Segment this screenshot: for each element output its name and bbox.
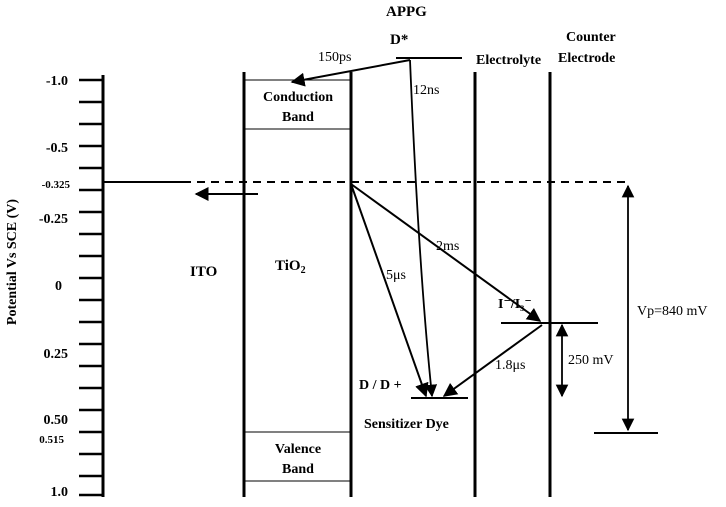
y-tick-label: -0.325	[42, 179, 71, 191]
appg-title: APPG	[386, 4, 427, 20]
ito-label: ITO	[190, 264, 217, 280]
dye-redox-label: D / D +	[359, 378, 402, 393]
y-tick-label: -1.0	[46, 74, 68, 89]
conduction-band-label: Conduction	[263, 90, 333, 105]
redox-couple-label: I⁻/I₃⁻	[498, 297, 532, 312]
y-tick-label: 0	[55, 279, 62, 294]
conduction-band-label: Band	[282, 110, 314, 125]
photovoltage-label: Vp=840 mV	[637, 304, 708, 319]
counter-electrode-label: Counter	[566, 30, 616, 45]
y-tick-label: 0.25	[44, 347, 69, 362]
regeneration-time-label: 1.8μs	[495, 358, 525, 373]
y-axis-label: Potential Vs SCE (V)	[5, 199, 20, 325]
y-axis-ticks	[79, 78, 103, 497]
y-tick-label: 1.0	[51, 485, 69, 500]
injection-arrow	[290, 59, 411, 87]
recombination-electrolyte-time-label: 2ms	[436, 239, 459, 254]
overpotential-label: 250 mV	[568, 353, 614, 368]
y-tick-label: -0.25	[39, 212, 68, 227]
tio2-label-main: TiO	[275, 258, 301, 274]
y-tick-label: -0.5	[46, 141, 68, 156]
decay-arrow	[409, 59, 438, 398]
valence-band-label: Band	[282, 462, 314, 477]
injection-time-label: 150ps	[318, 50, 351, 65]
tio2-label-subscript: 2	[301, 265, 306, 276]
electrolyte-label: Electrolyte	[476, 53, 541, 68]
y-tick-label: 0.515	[39, 434, 64, 446]
recombination-electrolyte-arrow	[350, 183, 542, 322]
tio2-label: TiO2	[275, 258, 306, 276]
recombination-dye-time-label: 5μs	[386, 268, 406, 283]
tio2-block	[242, 72, 353, 497]
y-axis: Potential Vs SCE (V) -1.0 -0.5 -0.325 -0…	[5, 74, 105, 500]
sensitizer-dye-label: Sensitizer Dye	[364, 417, 449, 432]
valence-band-label: Valence	[275, 442, 321, 457]
recombination-dye-arrow	[350, 183, 429, 398]
counter-electrode-label: Electrode	[558, 51, 615, 66]
regeneration-arrow	[442, 324, 543, 397]
y-tick-label: 0.50	[44, 413, 69, 428]
excited-dye-label: D*	[390, 32, 408, 48]
decay-time-label: 12ns	[413, 83, 439, 98]
